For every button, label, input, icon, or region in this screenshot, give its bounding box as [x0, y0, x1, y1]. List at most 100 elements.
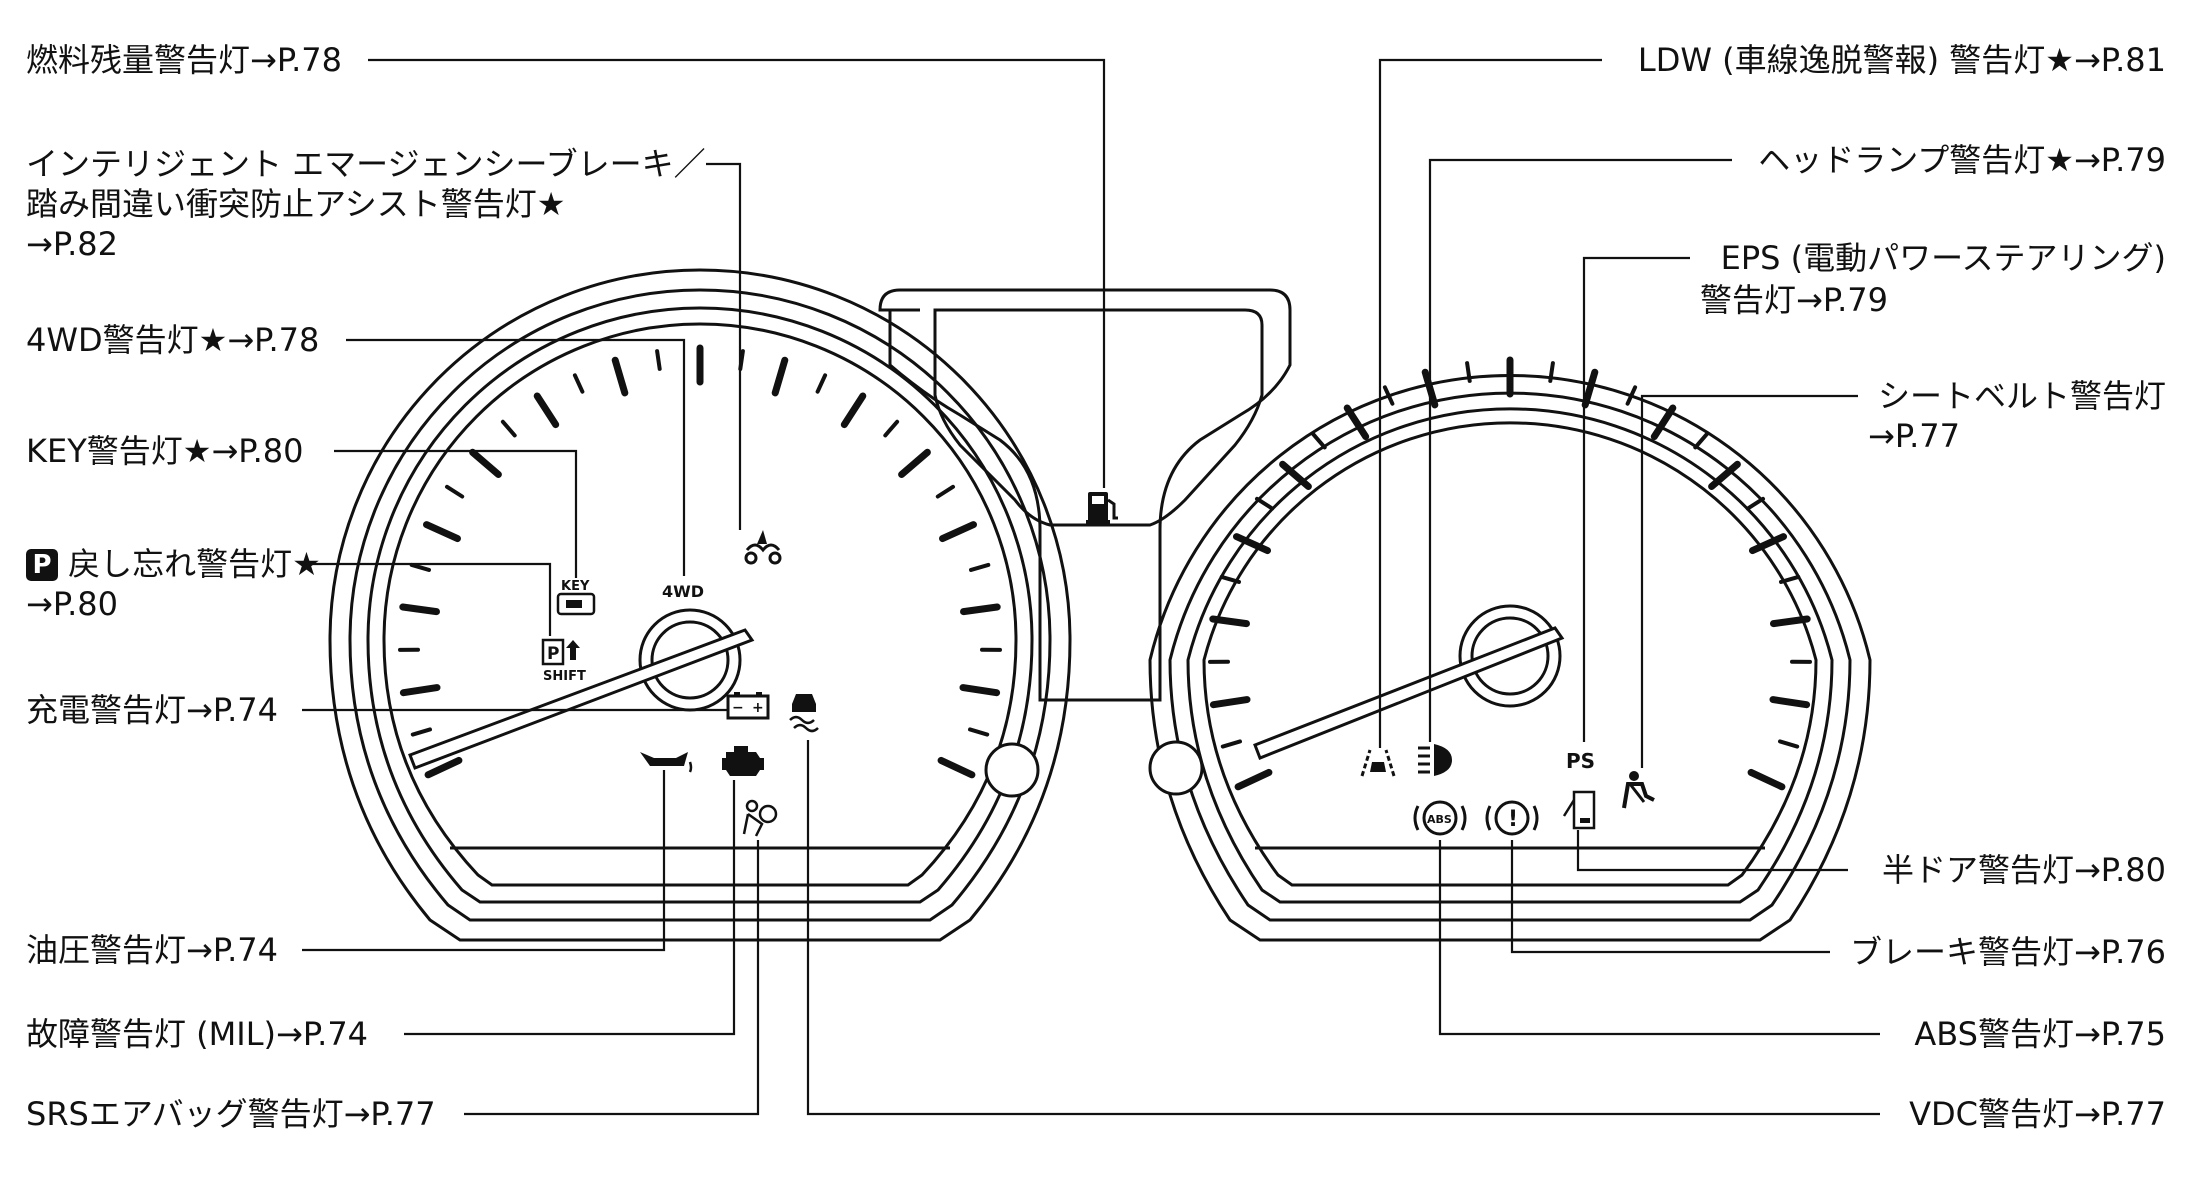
- gauge-tick: [1749, 533, 1787, 555]
- label-p-return-text: 戻し忘れ警告灯★: [68, 545, 321, 583]
- srs-airbag-icon: [742, 799, 778, 837]
- label-brake: ブレーキ警告灯→P.76: [1849, 933, 2166, 971]
- gauge-tick: [500, 419, 517, 438]
- label-iebrake-line1: インテリジェント エマージェンシーブレーキ／: [26, 145, 706, 183]
- gauge-tick: [445, 484, 465, 499]
- label-p-return-line1: P 戻し忘れ警告灯★: [26, 543, 321, 585]
- gauge-tick: [935, 484, 955, 499]
- right-gauge-ticks: [1208, 356, 1812, 791]
- gauge-tick: [1219, 574, 1241, 584]
- gauge-tick: [898, 448, 931, 478]
- gauge-tick: [1209, 696, 1251, 709]
- seatbelt-icon: [1622, 771, 1655, 809]
- svg-text:+: +: [752, 700, 764, 716]
- label-4wd: 4WD警告灯★→P.78: [26, 321, 320, 359]
- gauge-tick: [771, 356, 789, 397]
- left-gauge: [328, 268, 1072, 942]
- left-needle: [408, 628, 755, 770]
- center-fuel-pod: [878, 288, 1292, 702]
- gauge-tick: [937, 756, 976, 779]
- gauge-tick: [1343, 404, 1370, 441]
- label-key: KEY警告灯★→P.80: [26, 432, 304, 470]
- gauge-tick: [1708, 460, 1741, 490]
- gauge-tick: [423, 521, 461, 543]
- gauge-tick: [1233, 533, 1271, 555]
- engine-mil-icon: [722, 746, 764, 776]
- label-ldw: LDW (車線逸脱警報) 警告灯★→P.81: [1637, 41, 2166, 79]
- svg-text:!: !: [1508, 807, 1518, 832]
- label-abs: ABS警告灯→P.75: [1914, 1015, 2166, 1053]
- key-icon: KEY: [556, 579, 596, 616]
- svg-text:KEY: KEY: [561, 579, 590, 594]
- gauge-tick: [1234, 768, 1273, 791]
- gauge-tick: [533, 392, 560, 429]
- abs-icon: ABS: [1413, 800, 1467, 836]
- ps-icon: PS: [1566, 749, 1595, 773]
- gauge-tick: [1279, 460, 1312, 490]
- label-srs: SRSエアバッグ警告灯→P.77: [26, 1095, 436, 1133]
- gauge-tick: [1382, 385, 1395, 406]
- brake-icon: !: [1485, 800, 1539, 836]
- label-seatbelt-line1: シートベルト警告灯: [1877, 377, 2166, 415]
- fourwd-icon: 4WD: [662, 582, 704, 601]
- battery-icon: − +: [726, 692, 770, 720]
- label-iebrake-line2: 踏み間違い衝突防止アシスト警告灯★: [26, 185, 566, 223]
- iebrake-icon: [744, 530, 782, 565]
- gauge-tick: [655, 349, 662, 371]
- leader-lines: [302, 58, 1880, 1116]
- oil-pressure-icon: [640, 752, 693, 773]
- gauge-tick: [399, 684, 441, 697]
- right-gauge: [1148, 356, 1872, 942]
- gauge-tick: [968, 727, 990, 737]
- gauge-tick: [1220, 739, 1242, 749]
- gauge-tick: [1548, 361, 1555, 383]
- label-headlamp: ヘッドランプ警告灯★→P.79: [1758, 141, 2166, 179]
- label-eps-line2: 警告灯→P.79: [1700, 281, 1889, 319]
- label-seatbelt-line2: →P.77: [1868, 417, 1961, 455]
- headlamp-icon: [1418, 744, 1452, 776]
- vdc-icon: [789, 694, 819, 733]
- gauge-tick: [1769, 696, 1811, 709]
- p-badge: P: [26, 549, 58, 581]
- fuel-icon: [1086, 492, 1118, 525]
- label-mil: 故障警告灯 (MIL)→P.74: [26, 1015, 369, 1053]
- left-gauge-ticks: [398, 344, 1002, 779]
- gauge-tick: [1625, 385, 1638, 406]
- gauge-tick: [572, 373, 585, 394]
- label-vdc: VDC警告灯→P.77: [1909, 1095, 2166, 1133]
- svg-text:P: P: [547, 644, 559, 664]
- gauge-tick: [469, 448, 502, 478]
- label-iebrake-line3: →P.82: [26, 225, 119, 263]
- gauge-tick: [1778, 739, 1800, 749]
- gauge-tick: [1209, 615, 1250, 628]
- gauge-tick: [939, 521, 977, 543]
- ldw-icon: [1360, 749, 1396, 777]
- gauge-tick: [959, 684, 1001, 697]
- left-trip-knob: [984, 742, 1040, 798]
- door-ajar-icon: [1562, 790, 1596, 830]
- gauge-tick: [883, 419, 900, 438]
- gauge-tick: [1255, 496, 1275, 511]
- gauge-tick: [960, 603, 1001, 616]
- gauge-tick: [840, 392, 867, 429]
- svg-text:−: −: [732, 700, 744, 716]
- gauge-tick: [1310, 431, 1327, 450]
- gauge-tick: [611, 356, 629, 397]
- gauge-tick: [969, 562, 991, 572]
- gauge-tick: [1465, 361, 1472, 383]
- label-door: 半ドア警告灯→P.80: [1881, 851, 2166, 889]
- label-charge: 充電警告灯→P.74: [26, 691, 279, 729]
- gauge-tick: [1581, 368, 1599, 409]
- label-fuel: 燃料残量警告灯→P.78: [26, 41, 343, 79]
- svg-text:ABS: ABS: [1427, 813, 1452, 826]
- gauge-tick: [815, 373, 828, 394]
- gauge-tick: [410, 727, 432, 737]
- gauge-tick: [1693, 431, 1710, 450]
- label-oil: 油圧警告灯→P.74: [26, 931, 279, 969]
- label-eps-line1: EPS (電動パワーステアリング): [1720, 239, 2166, 277]
- gauge-tick: [1745, 496, 1765, 511]
- gauge-tick: [409, 562, 431, 572]
- gauge-tick: [1747, 768, 1786, 791]
- label-p-return-line2: →P.80: [26, 585, 119, 623]
